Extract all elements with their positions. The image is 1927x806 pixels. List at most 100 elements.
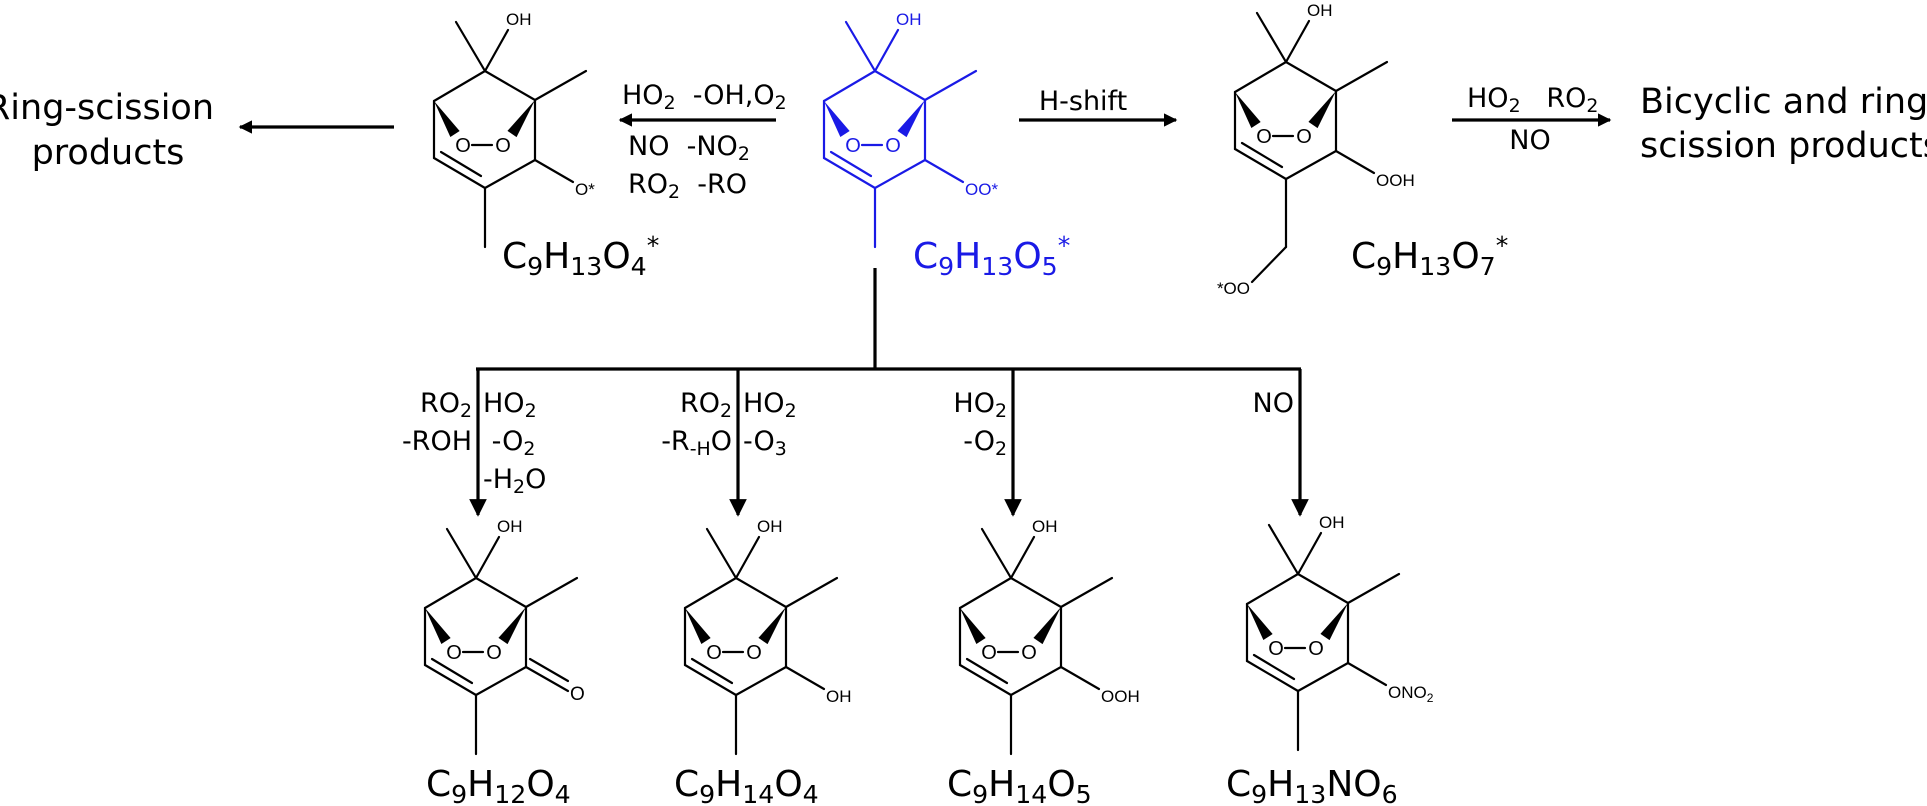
subscript: 2 [664,92,676,114]
condition-above: HO2 RO2 [1467,83,1598,117]
substituent-bond [1346,661,1388,687]
subscript: 2 [785,400,797,422]
ring-bond [958,576,1013,610]
subscript: 4 [555,780,571,806]
substituent-bond [1334,149,1376,175]
double-bond-outer [423,663,478,697]
substituent-bond [1059,665,1101,691]
right-product-line2: scission products [1640,126,1927,166]
text-span: C [1226,764,1251,805]
subscript: 13 [570,252,602,281]
subscript: -H [690,438,711,460]
hydroxyl-label: OH [506,10,532,29]
ring-bond [734,665,788,697]
subscript: 2 [738,143,750,165]
peroxide-oxygen-right: O [885,135,901,157]
right-product-label: Bicyclic and ring- scission products [1640,82,1927,166]
hydroxyl-label: OH [497,517,523,536]
subscript: 9 [699,780,715,806]
methyl-bond-right [524,576,579,609]
subscript: 2 [995,400,1007,422]
substituent-bond [533,158,575,184]
subscript: 2 [668,181,680,203]
double-bond-inner [439,150,483,178]
text-span: -ROH [402,426,472,457]
peroxide-oxygen-left: O [455,135,471,157]
left-condition: -O2 [963,426,1007,460]
product-formula: C9H14O4 [674,764,819,806]
left-product-label: Ring-scission products [0,88,214,173]
text-span: C [947,764,972,805]
ring-bond [483,158,537,190]
text-span: O [774,764,802,805]
text-span: NO -NO [628,131,738,162]
methyl-bond-right [923,69,978,102]
wedge-bond-right [1320,603,1348,641]
nitrate-label: ONO2 [1388,683,1434,705]
right-condition: -O2 [483,426,535,460]
ring-bond [423,576,478,610]
hydroxyl-bond [1009,535,1036,580]
text-span: NO [1253,388,1294,419]
wedge-bond-left [1247,604,1273,640]
text-span: H [715,764,742,805]
superscript: * [1058,231,1071,260]
substituent-label: OOH [1101,687,1140,706]
text-span: HO [622,80,664,111]
text-span: -H [483,464,513,495]
hydroxyl-bond [873,28,900,73]
subscript: 6 [1382,780,1398,806]
ring-bond [483,69,537,102]
methyl-bond-right [784,576,839,609]
methyl-bond-top [844,20,877,73]
hydroxyl-label: OH [1307,1,1333,20]
text-span: H [1392,236,1419,277]
ring-bond [1245,572,1300,606]
subscript: 2 [525,400,537,422]
condition-line-3: RO2 -RO [628,169,747,203]
subscript: 2 [1509,95,1521,117]
double-bond-inner [1252,653,1296,681]
methyl-bond-top [445,527,478,580]
methyl-bond-right [1346,572,1401,605]
ring-bond [734,576,788,609]
ring-bond [1284,149,1338,181]
ring-bond [1009,665,1063,697]
subscript: 2 [513,476,525,498]
methyl-bond-right [1334,60,1389,93]
formula-h-shift: C9H13O7* [1351,231,1508,281]
wedge-bond-left [425,608,451,644]
wedge-bond-right [507,100,535,138]
text-span: C [913,236,938,277]
wedge-bond-right [758,607,786,645]
text-span: RO [628,169,668,200]
double-bond-outer [822,156,877,190]
wedge-bond-left [960,608,986,644]
carbonyl-bond [524,665,570,693]
subscript: 2 [995,438,1007,460]
methyl-bond-top [1267,523,1300,576]
substituent-bond [784,665,826,691]
product-formula: C9H13NO6 [1226,764,1398,806]
text-span: C [502,236,527,277]
subscript: 9 [451,780,467,806]
hydroxyl-bond [1284,19,1311,64]
double-bond-inner [430,657,474,685]
subscript: 9 [972,780,988,806]
text-span: HO [483,388,525,419]
right-condition: -O3 [743,426,787,460]
text-span: -OH,O [676,80,775,111]
subscript: 5 [1076,780,1092,806]
hydroxyl-label: OH [757,517,783,536]
text-span: HO [743,388,785,419]
ring-bond [1233,60,1288,94]
double-bond-outer [1233,147,1288,181]
